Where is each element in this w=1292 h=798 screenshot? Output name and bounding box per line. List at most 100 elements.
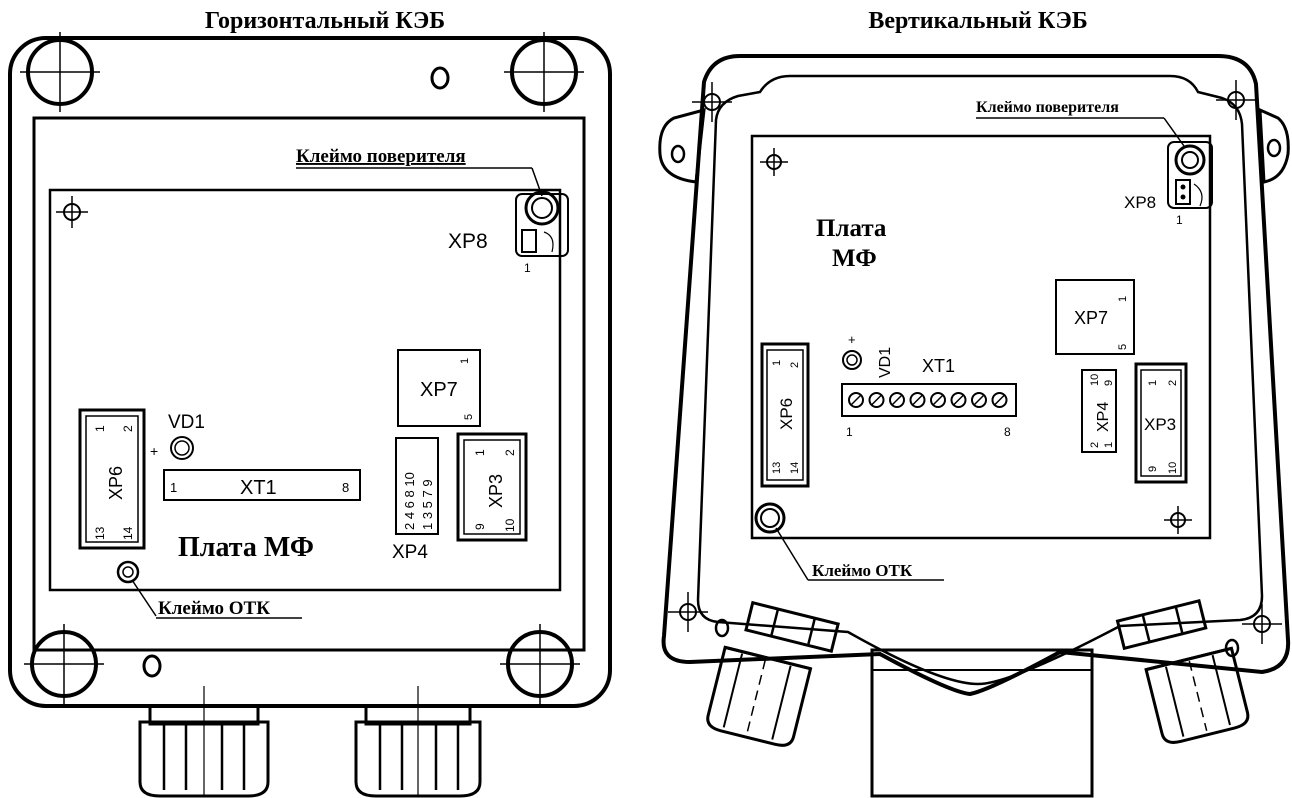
board-mf (48, 188, 562, 592)
xp8-label: XP8 (448, 230, 488, 253)
xp3-pin-2: 2 (503, 449, 517, 456)
ear-left (658, 107, 706, 184)
xp4-pin-1-v: 1 (1103, 442, 1115, 448)
xp8-label-v: XP8 (1124, 193, 1156, 212)
xp6-pin-2-v: 2 (789, 362, 801, 368)
cable-gland-right (354, 686, 482, 798)
xp6-label-v: XP6 (777, 398, 796, 430)
xt1-screw-slot (932, 394, 944, 406)
board-mf-label-v1: Плата (816, 215, 887, 242)
board-mf-label-v2: МФ (832, 245, 877, 272)
xp7-connector-v (1055, 279, 1135, 355)
xp8-pin-1: 1 (524, 261, 531, 275)
xt1-screw-slot (952, 394, 965, 406)
xt1-screws-v (848, 392, 1008, 408)
xp4-connector-v (1081, 369, 1117, 453)
xp6-label: XP6 (106, 466, 126, 500)
xt1-screw (950, 392, 967, 408)
mounting-hole-top-right (504, 32, 584, 112)
verifier-seal (515, 190, 569, 257)
xp3-pin-9: 9 (473, 523, 487, 530)
otk-seal (116, 560, 140, 584)
board-fixing-hole-bottom (1164, 506, 1192, 534)
vd1-led-v (842, 350, 862, 370)
otk-mark-leader-v (775, 527, 809, 581)
xt1-screw-slot (973, 394, 985, 406)
xp6-pin-14-v: 14 (789, 462, 801, 474)
board-fixing-hole (56, 196, 88, 228)
xp3-pin-9-v: 9 (1147, 466, 1159, 472)
xp3-label: XP3 (486, 474, 506, 508)
verifier-mark-label-v: Клеймо поверителя (976, 99, 1119, 116)
xt1-label-v: XT1 (922, 356, 955, 376)
vd1-plus-v: + (848, 332, 856, 347)
xt1-terminal-v (841, 383, 1017, 417)
xp7-pin-1: 1 (459, 358, 471, 364)
xp7-label: XP7 (420, 379, 458, 401)
enclosure-inner-frame (32, 116, 586, 652)
vd1-plus: + (150, 443, 158, 459)
horizontal-keb: Горизонтальный КЭБ (8, 8, 612, 798)
small-hole-bottom (142, 654, 162, 678)
board-mf-label: Плата МФ (178, 532, 314, 563)
vd1-led (170, 436, 194, 460)
small-hole-bottom-left-v (714, 618, 730, 638)
mounting-hole-top-left (20, 32, 100, 112)
xt1-pin-1: 1 (170, 480, 177, 495)
xp7-pin-5-v: 5 (1117, 344, 1129, 350)
xp3-pin-1-v: 1 (1147, 380, 1159, 386)
xt1-terminal (163, 469, 361, 501)
xp4-pin-2-v: 2 (1089, 442, 1101, 448)
xp6-pin-2: 2 (121, 425, 135, 432)
vd1-label-v: VD1 (877, 347, 894, 378)
xp3-connector-v (1134, 362, 1188, 484)
xt1-screw-slot (850, 394, 862, 406)
xt1-screw-slot (891, 394, 903, 406)
xt1-screw (991, 392, 1008, 408)
mounting-hole-bottom-right (500, 624, 580, 704)
screw-top-right (1216, 80, 1256, 120)
xp6-connector (78, 408, 146, 550)
vd1-label: VD1 (168, 412, 205, 433)
ear-right-hole (1266, 138, 1282, 158)
otk-mark-label-v: Клеймо ОТК (812, 561, 913, 580)
screw-bottom-right (1242, 604, 1282, 644)
xp7-connector (397, 349, 481, 427)
xt1-screw (971, 392, 987, 408)
xt1-pin-8-v: 8 (1004, 425, 1011, 439)
xp6-connector-v (760, 342, 810, 488)
xp4-label: XP4 (392, 542, 428, 563)
board-mf-vertical (750, 134, 1212, 540)
verifier-mark-label: Клеймо поверителя (296, 146, 466, 167)
horizontal-keb-title: Горизонтальный КЭБ (205, 8, 445, 34)
xp6-pin-1-v: 1 (771, 360, 783, 366)
xp3-pin-2-v: 2 (1167, 380, 1179, 386)
bottom-mount-block (870, 648, 1094, 798)
xp3-pin-10-v: 10 (1167, 462, 1179, 474)
xt1-screw (848, 392, 864, 408)
board-fixing-hole-top (760, 148, 788, 176)
xp3-label-v: XP3 (1144, 415, 1176, 434)
xp3-connector (456, 432, 528, 542)
screw-top-left (692, 82, 732, 122)
screw-bottom-left (668, 592, 708, 632)
xt1-label: XT1 (240, 477, 277, 499)
small-hole-top (430, 66, 450, 90)
xt1-pin-1-v: 1 (846, 425, 853, 439)
xt1-screw-slot (993, 394, 1006, 406)
mounting-hole-bottom-left (24, 624, 104, 704)
cable-gland-left-v (706, 600, 840, 747)
xp4-top-pins: 2 4 6 8 10 (402, 472, 417, 530)
xp7-label-v: XP7 (1074, 308, 1108, 328)
enclosure-outline-vertical (661, 54, 1291, 697)
ear-left-hole (670, 144, 686, 164)
verifier-seal-v (1167, 141, 1213, 209)
xp4-connector (395, 437, 439, 535)
xp4-label-v: XP4 (1095, 402, 1112, 432)
xp8-pin-1-v: 1 (1176, 213, 1183, 227)
vertical-keb: Вертикальный КЭБ (658, 8, 1291, 798)
enclosure-outline (8, 36, 612, 708)
xt1-screw (889, 392, 905, 408)
ear-right (1258, 107, 1290, 184)
xt1-screw (868, 392, 885, 408)
